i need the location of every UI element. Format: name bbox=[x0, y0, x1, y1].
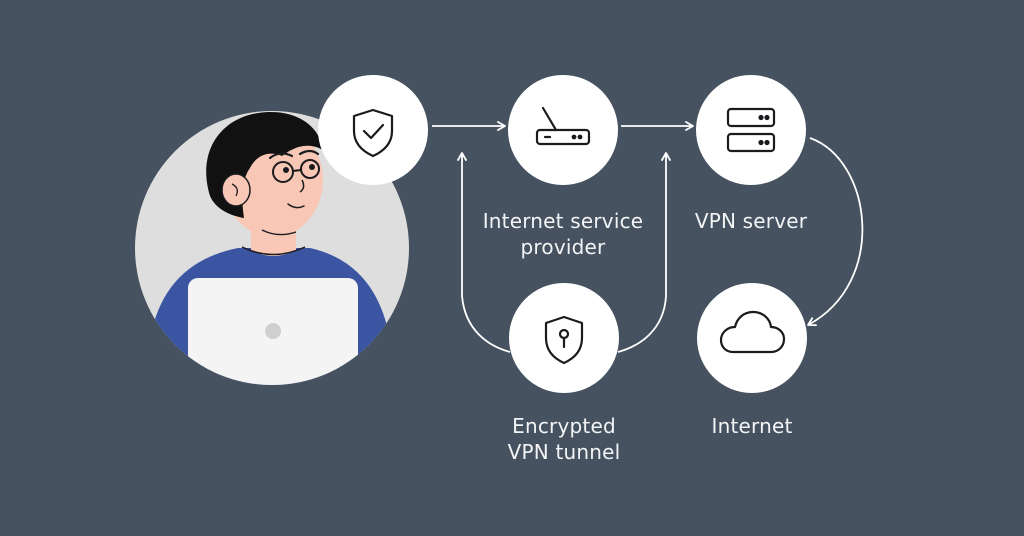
head bbox=[206, 111, 323, 237]
internet-label-line1: Internet bbox=[711, 414, 793, 438]
user-avatar bbox=[135, 111, 409, 385]
arrow-vpn-server-to-internet bbox=[807, 137, 864, 327]
tunnel-label: Encrypted VPN tunnel bbox=[464, 413, 664, 465]
node-isp bbox=[508, 75, 618, 185]
server-icon bbox=[726, 107, 776, 153]
shield-keyhole-icon bbox=[544, 315, 584, 365]
isp-label: Internet service provider bbox=[463, 208, 663, 260]
tunnel-label-line2: VPN tunnel bbox=[507, 440, 621, 464]
internet-label: Internet bbox=[652, 413, 852, 439]
vpn-server-label: VPN server bbox=[651, 208, 851, 234]
laptop-logo bbox=[265, 323, 281, 339]
cloud-icon bbox=[719, 310, 786, 354]
tunnel-arc-left bbox=[457, 152, 511, 353]
node-vpn-server bbox=[696, 75, 806, 185]
tunnel-label-line1: Encrypted bbox=[512, 414, 616, 438]
router-icon bbox=[535, 106, 591, 146]
node-tunnel bbox=[509, 283, 619, 393]
isp-label-line2: provider bbox=[520, 235, 606, 259]
shield-check-icon bbox=[352, 108, 394, 158]
node-protection bbox=[318, 75, 428, 185]
connectors bbox=[432, 121, 864, 353]
vpn-server-label-line1: VPN server bbox=[694, 209, 808, 233]
isp-label-line1: Internet service bbox=[482, 209, 644, 233]
tunnel-arc-right bbox=[617, 152, 671, 353]
node-internet bbox=[697, 283, 807, 393]
